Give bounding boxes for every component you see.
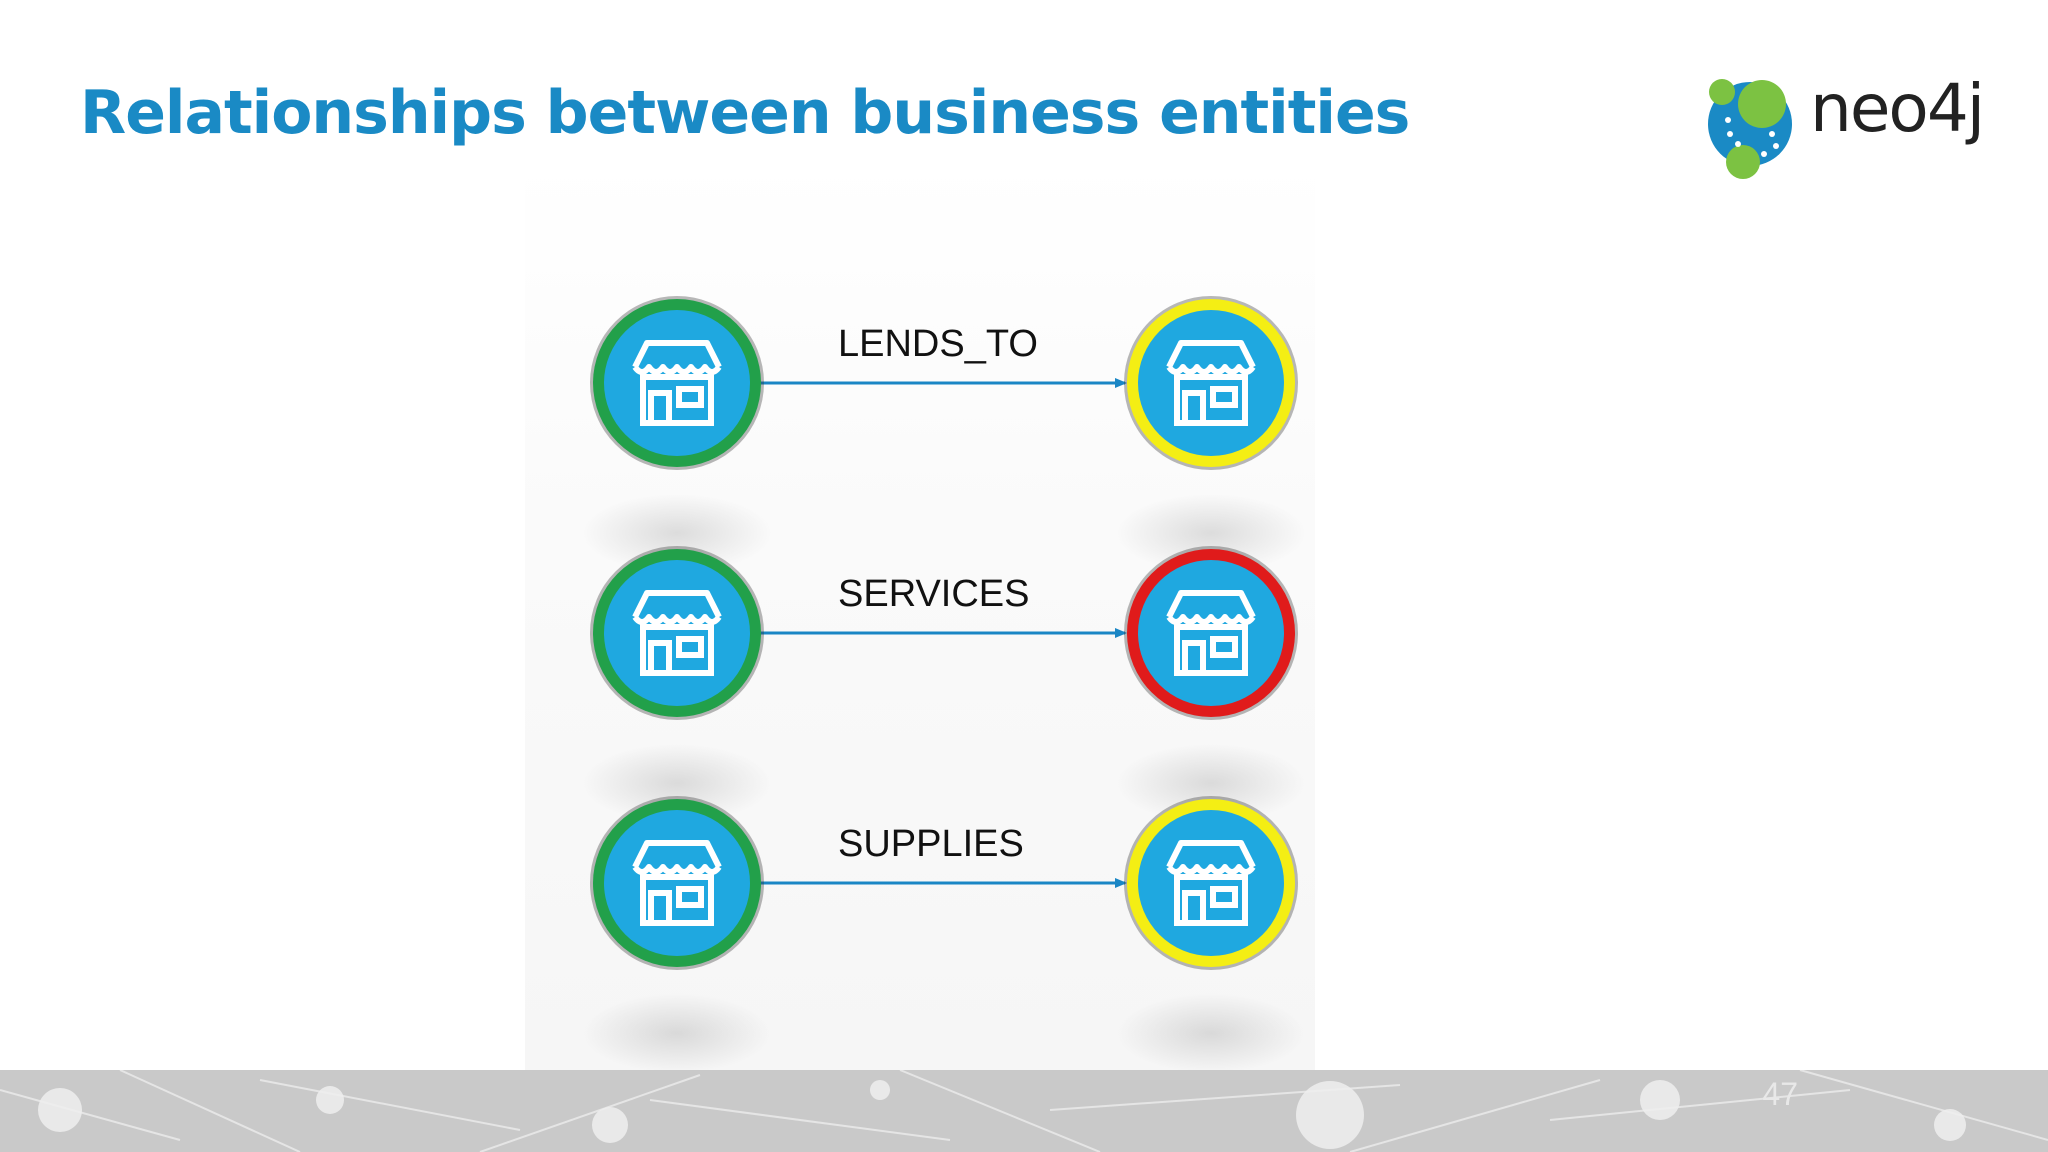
slide-title: Relationships between business entities	[80, 78, 1410, 148]
page-number: 47	[1762, 1076, 1798, 1112]
logo-text: neo4j	[1810, 70, 1985, 147]
source-node[interactable]	[582, 796, 772, 1073]
network-pattern-decoration	[0, 1070, 2048, 1152]
neo4j-graph-logo-icon	[1708, 79, 1792, 179]
relationship-label: LENDS_TO	[838, 323, 1038, 365]
target-node[interactable]	[1116, 796, 1306, 1073]
source-node[interactable]	[582, 546, 772, 823]
neo4j-logo: neo4j	[1700, 62, 2000, 182]
footer-banner: 47	[0, 1070, 2048, 1152]
relationship-label: SUPPLIES	[838, 823, 1024, 865]
target-node[interactable]	[1116, 296, 1306, 573]
target-node[interactable]	[1116, 546, 1306, 823]
relationship-label: SERVICES	[838, 573, 1030, 615]
source-node[interactable]	[582, 296, 772, 573]
